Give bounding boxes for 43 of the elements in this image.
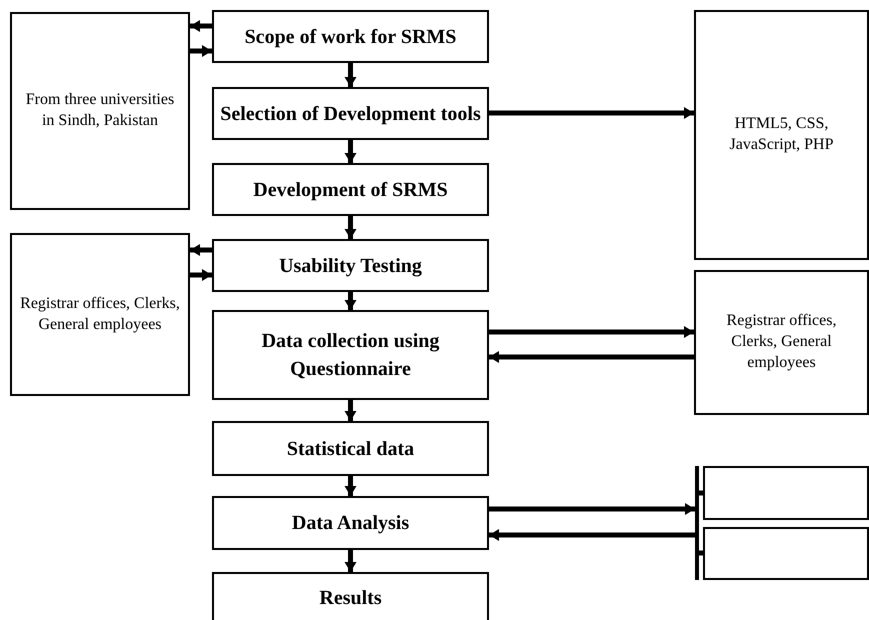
process-box [212,163,489,216]
note-text: From three universities in Sindh, Pakistan [24,90,176,131]
note-box [694,270,869,415]
arrow [344,216,356,239]
note-text: HTML5, CSS, JavaScript, PHP [728,114,834,155]
arrow [344,140,356,163]
arrow [489,503,695,515]
arrow [190,45,212,57]
note-text: Registrar offices, Clerks, General employees [19,294,181,334]
arrow [344,292,356,310]
arrow [344,400,356,421]
arrow [489,529,695,541]
arrow [190,244,212,256]
note-box [10,233,190,396]
process-box [212,239,489,292]
note-box [10,12,190,210]
step-title: Data collection using Questionnaire [260,329,440,382]
process-box [212,87,489,140]
process-box [212,572,489,620]
step-title: Results [319,586,382,611]
step-title: Selection of Development tools [220,102,481,126]
empty-box [703,527,869,580]
step-title: Statistical data [286,436,414,462]
arrow [489,107,694,119]
process-box [212,10,489,63]
note-text: Registrar offices, Clerks, General employees [726,311,838,373]
process-box [212,310,489,400]
arrow [190,269,212,281]
arrow [344,476,356,496]
step-title: Development of SRMS [253,178,448,202]
step-title: Data Analysis [292,511,410,536]
process-box [212,421,489,476]
empty-box [703,466,869,520]
arrow [489,351,694,363]
step-title: Scope of work for SRMS [244,24,456,50]
bus-bar [695,466,699,580]
process-box [212,496,489,550]
arrow [190,20,212,32]
step-title: Usability Testing [279,254,422,278]
arrow [489,326,694,338]
note-box [694,10,869,260]
arrow [344,550,356,572]
arrow [344,63,356,87]
